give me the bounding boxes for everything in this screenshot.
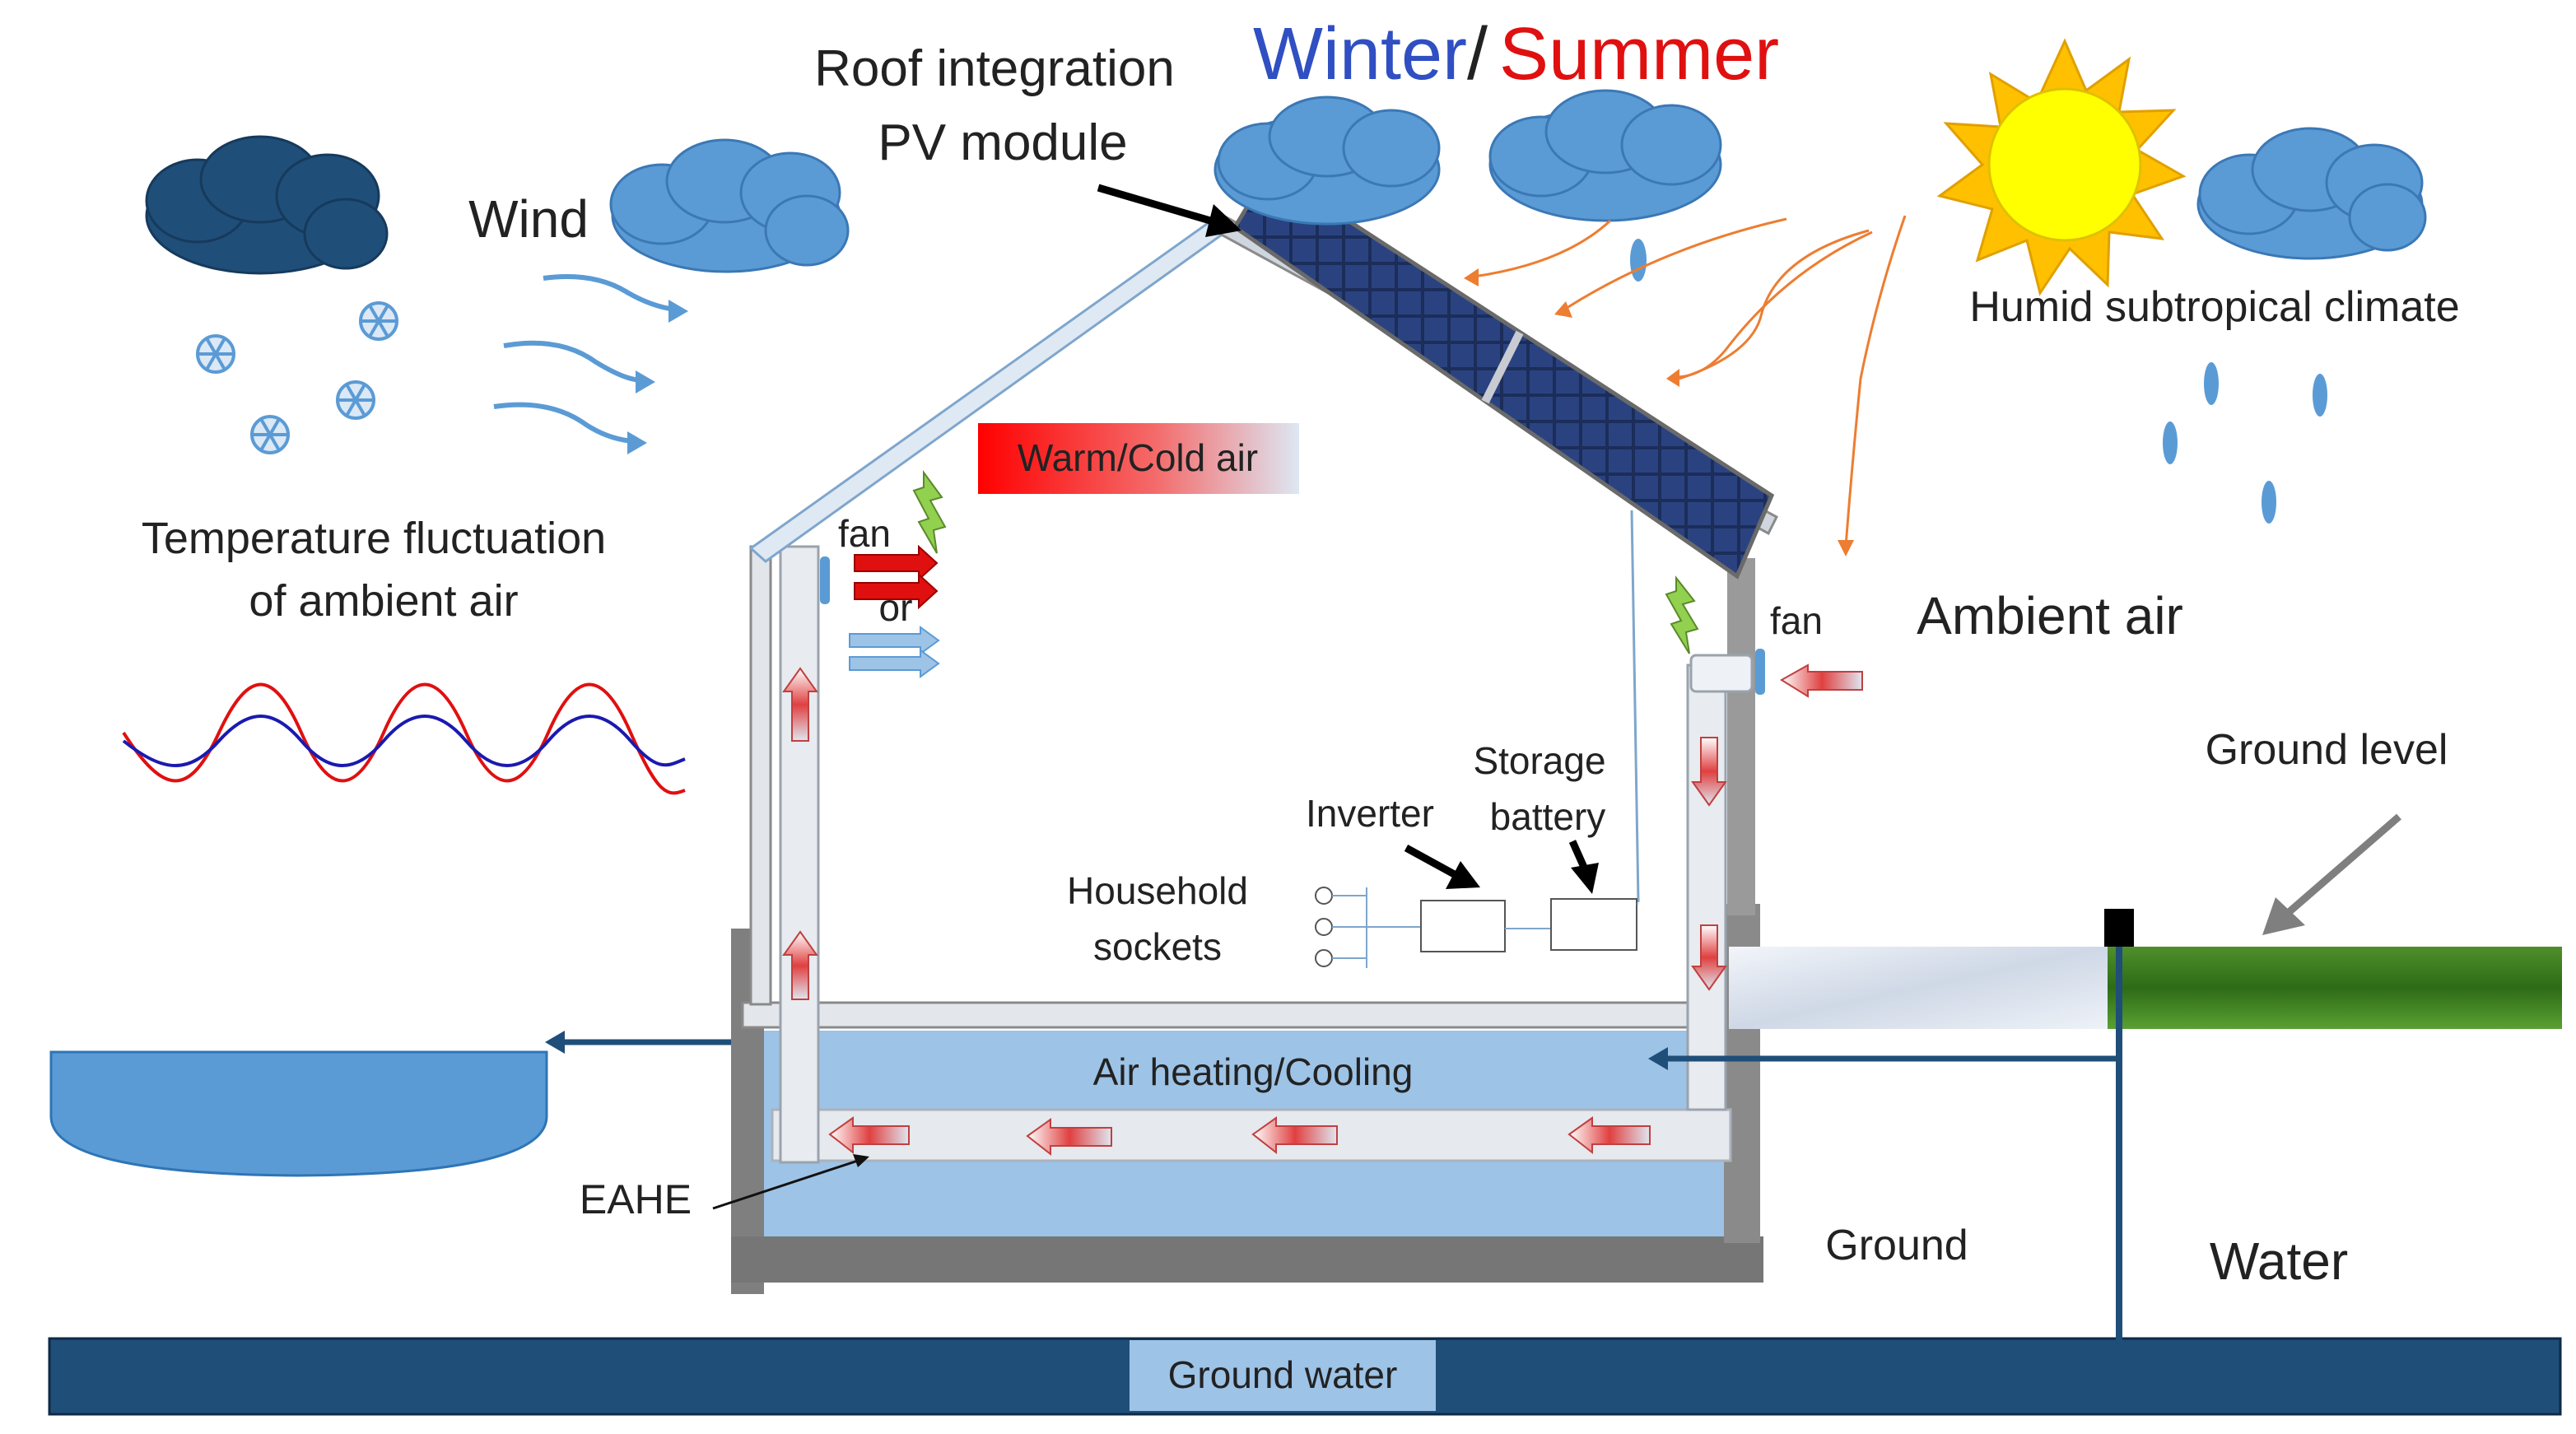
rain-drop (2313, 374, 2327, 417)
well-cap (2104, 909, 2134, 947)
wind-cloud-icon (609, 138, 850, 273)
foundation (731, 904, 1763, 1294)
eahe-flow-arrows (828, 1116, 1651, 1157)
snowflake-icon (196, 334, 235, 374)
intake-arrow (1780, 663, 1863, 698)
socket-icon (1315, 949, 1333, 967)
ground-label: Ground (1825, 1222, 1968, 1269)
battery-box (1550, 898, 1637, 951)
fan-label-right: fan (1770, 599, 1823, 642)
fan-label-left: fan (838, 512, 891, 555)
ambient-air-label: Ambient air (1917, 586, 2183, 645)
storm-cloud-icon (145, 135, 389, 275)
wind-arrowheads (627, 300, 688, 454)
inverter-box (1420, 900, 1506, 952)
fan-right-icon (1755, 649, 1765, 695)
duct-arrow (1567, 1116, 1651, 1155)
roof-label-line1: Roof integration (814, 40, 1175, 97)
climate-label: Humid subtropical climate (1969, 283, 2459, 331)
inverter-label: Inverter (1306, 792, 1434, 835)
heat-flow-arrows (1473, 215, 1907, 547)
pv-pointer-arrow (1097, 184, 1241, 237)
socket-icon (1315, 887, 1333, 905)
battery-pointer (1568, 840, 1599, 894)
duct-arrow (1026, 1118, 1112, 1157)
snowflake-icon (359, 301, 398, 341)
winter-label: Winter (1253, 13, 1467, 95)
season-title: Winter/Summer (1253, 13, 1779, 95)
pond-outflow-arrow (545, 1031, 757, 1054)
wind-label: Wind (468, 189, 589, 249)
rain-drop (2262, 481, 2276, 524)
temp-label-line1: Temperature fluctuation (142, 514, 606, 563)
fan-left-icon (820, 556, 830, 604)
snowflake-icon (250, 415, 290, 454)
wind-streams (493, 274, 676, 444)
inverter-pointer (1404, 845, 1480, 889)
wall-arrow-up (782, 930, 818, 1000)
lightning-icon (912, 469, 947, 554)
duct-arrow (1251, 1116, 1338, 1155)
rain-drop (2163, 421, 2178, 464)
sun-icon (1936, 38, 2187, 296)
ground-level-label: Ground level (2206, 726, 2448, 774)
eahe-label: EAHE (580, 1176, 692, 1222)
grass-ground (2108, 947, 2562, 1029)
eahe-pointer (712, 1154, 869, 1210)
wall-arrow-up (782, 667, 818, 742)
left-wall-arrows (782, 667, 818, 1000)
snow-ground (1729, 947, 2108, 1029)
well-pipe (1648, 947, 2122, 1408)
red-temperature-wave (122, 682, 686, 795)
roof (748, 213, 1778, 563)
warm-air-arrows (854, 544, 939, 610)
heat-flow-arrowheads (1464, 268, 1854, 556)
humid-cloud-icon (2196, 127, 2427, 260)
wall-arrow-down (1691, 737, 1727, 807)
temp-label-line2: of ambient air (249, 576, 518, 626)
warm-cold-air-banner (978, 423, 1299, 494)
duct-arrow (828, 1116, 910, 1155)
ground-water-band: Ground water (48, 1337, 2562, 1416)
rain-drops (1630, 239, 2327, 524)
pv-wire (1630, 510, 1640, 903)
pond (49, 1050, 548, 1177)
blue-temperature-wave (122, 715, 686, 767)
rain-drop (1630, 239, 1647, 282)
summer-label: Summer (1499, 13, 1779, 95)
pv-module (1232, 166, 1775, 580)
snowflake-icon (336, 380, 375, 420)
lightning-icon (1665, 575, 1699, 654)
water-label: Water (2210, 1231, 2348, 1291)
roof-cloud-icon (1213, 95, 1441, 226)
or-label: or (879, 586, 913, 629)
rain-drop (2204, 362, 2219, 405)
household-sockets (1315, 887, 1421, 968)
summer-cloud-icon (1488, 89, 1722, 222)
cold-air-arrows (849, 626, 940, 678)
household-label-line1: Household (1067, 869, 1248, 912)
wall-arrow-down (1691, 924, 1727, 991)
slash-label: / (1467, 13, 1488, 95)
ground-level-pointer (2262, 813, 2401, 935)
roof-label-line2: PV module (878, 114, 1127, 171)
socket-icon (1315, 918, 1333, 936)
household-label-line2: sockets (1093, 925, 1222, 968)
storage-label-line1: Storage (1473, 739, 1605, 782)
air-heating-cooling-label: Air heating/Cooling (1093, 1050, 1414, 1093)
warm-cold-air-label: Warm/Cold air (1018, 436, 1258, 479)
storage-label-line2: battery (1490, 795, 1606, 838)
ground-water-label: Ground water (1168, 1353, 1398, 1396)
right-wall-arrows (1691, 737, 1727, 991)
